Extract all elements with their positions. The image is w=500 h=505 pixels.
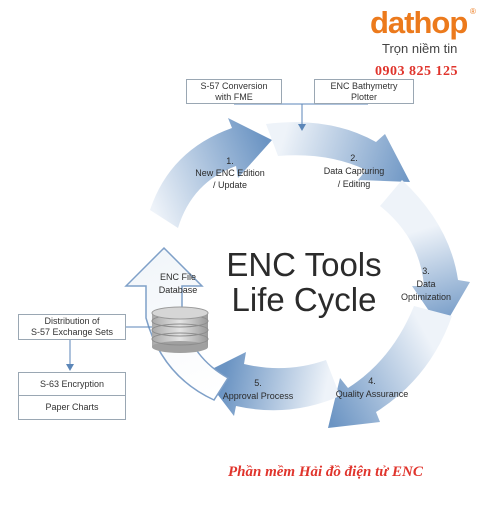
phone-number: 0903 825 125	[375, 64, 458, 79]
cycle-arrow-5	[202, 352, 340, 416]
brand-logo: dathop	[370, 5, 468, 40]
bathymetry-plotter-line1: ENC Bathymetry	[330, 80, 398, 91]
step-1-number: 1.	[226, 156, 234, 166]
step-4-label: Quality Assurance	[336, 389, 409, 399]
paper-charts-label: Paper Charts	[45, 402, 99, 412]
database-label-line2: Database	[159, 285, 198, 295]
cycle-arrow-4	[328, 306, 452, 428]
center-title-line1: ENC Tools	[226, 246, 381, 283]
step-5-number: 5.	[254, 378, 262, 388]
database-label-line1: ENC File	[160, 272, 196, 282]
distribution-box: Distribution of S-57 Exchange Sets	[18, 314, 126, 340]
step-1-label-line1: New ENC Edition	[195, 168, 265, 178]
step-2-label-line1: Data Capturing	[324, 166, 385, 176]
cycle-arrow-2	[266, 122, 410, 182]
database-icon	[151, 306, 209, 353]
distribution-line2: S-57 Exchange Sets	[30, 327, 114, 337]
step-3-number: 3.	[422, 266, 430, 276]
connector-dist-arrowhead	[66, 364, 74, 371]
cycle-arrow-1	[150, 118, 272, 228]
footer-caption: Phần mềm Hải đồ điện tử ENC	[228, 464, 423, 480]
s63-encryption-label: S-63 Encryption	[39, 378, 105, 389]
step-4-number: 4.	[368, 376, 376, 386]
s57-conversion-line2: with FME	[215, 91, 253, 102]
cycle-arrow-3	[380, 180, 470, 330]
brand-tagline: Trọn niềm tin	[382, 41, 458, 56]
center-title-line2: Life Cycle	[232, 281, 377, 318]
connector-down-arrowhead	[298, 124, 306, 131]
step-5-label: Approval Process	[223, 391, 294, 401]
step-3-label-line1: Data	[416, 279, 435, 289]
s57-conversion-line1: S-57 Conversion	[200, 80, 268, 91]
s57-conversion-box: S-57 Conversion with FME	[186, 79, 282, 104]
paper-charts-box: Paper Charts	[18, 396, 126, 420]
step-2-number: 2.	[350, 153, 358, 163]
distribution-line1: Distribution of	[44, 316, 100, 326]
step-2-label-line2: / Editing	[338, 179, 371, 189]
brand-registered-mark: ®	[470, 7, 476, 16]
step-3-label-line2: Optimization	[401, 292, 451, 302]
step-1-label-line2: / Update	[213, 180, 247, 190]
s63-encryption-box: S-63 Encryption	[18, 372, 126, 396]
bathymetry-plotter-box: ENC Bathymetry Plotter	[314, 79, 414, 104]
bathymetry-plotter-line2: Plotter	[350, 91, 377, 102]
